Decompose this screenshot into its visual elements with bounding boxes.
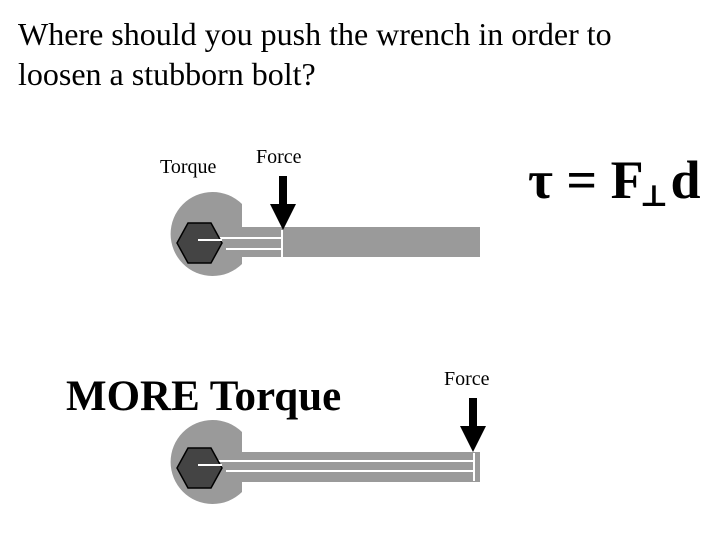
torque-label: Torque [160,156,217,178]
force-label-top: Force [256,146,302,168]
wrench-bottom [170,420,480,504]
perpendicular-symbol: ⊥ [639,180,669,213]
question-title: Where should you push the wrench in orde… [18,14,708,94]
wrench-handle-bottom [222,452,480,482]
force-label-bottom: Force [444,368,490,390]
bolt-hexagon-bottom [176,447,223,489]
wrench-handle-top [222,227,480,257]
equals-sign: = [566,150,598,210]
question-line-2: loosen a stubborn bolt? [18,56,316,92]
tau-symbol: τ [528,150,553,210]
bolt-hexagon-top [176,222,223,264]
torque-formula: τ = F⊥d [528,150,701,219]
force-arrow-top [270,176,296,230]
force-arrow-bottom [460,398,486,452]
more-torque-heading: MORE Torque [66,373,342,420]
wrench-top [170,192,480,277]
force-symbol: F [610,150,644,210]
distance-symbol: d [670,150,701,210]
question-line-1: Where should you push the wrench in orde… [18,16,612,52]
